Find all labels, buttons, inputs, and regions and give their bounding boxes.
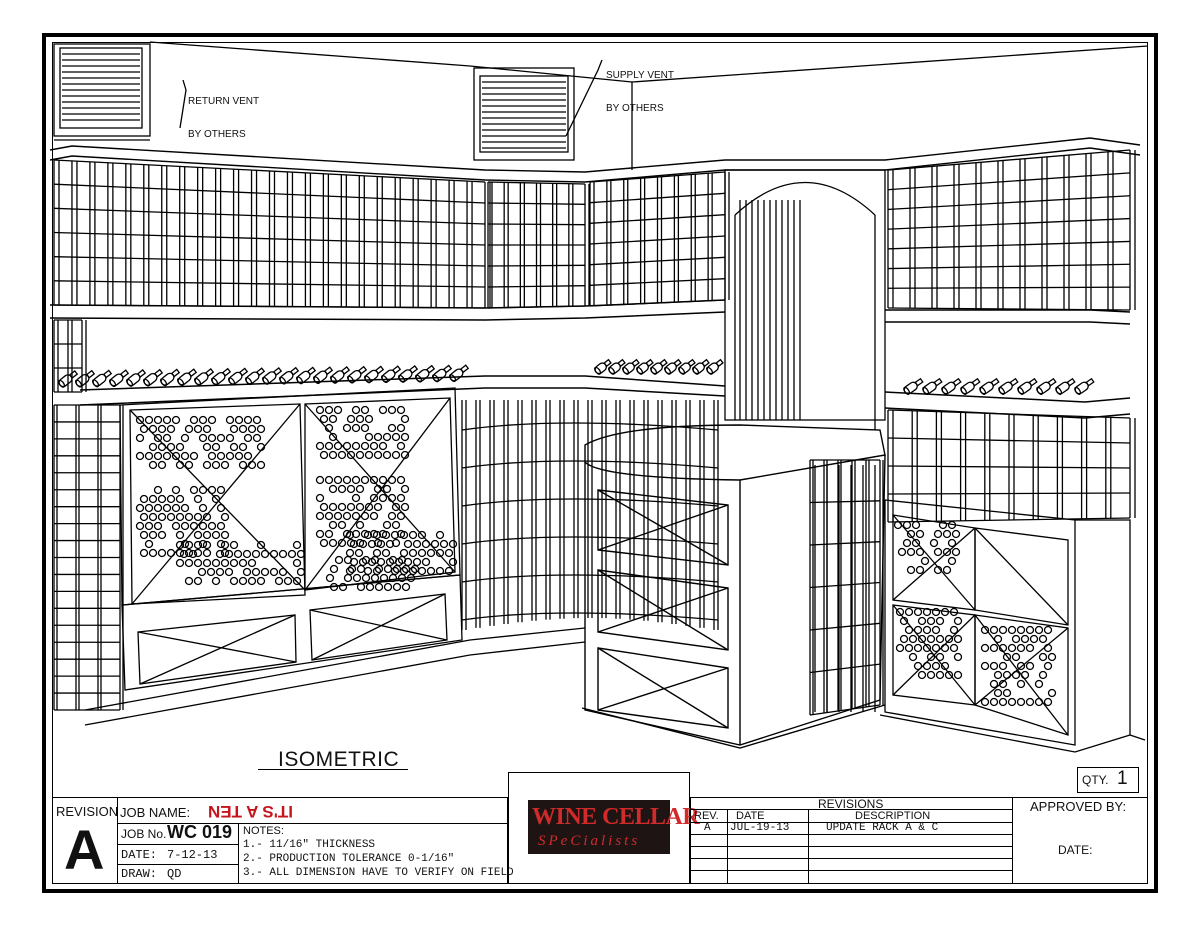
supply-vent-callout: SUPPLY VENT BY OTHERS (606, 48, 674, 125)
qty-value: 1 (1117, 768, 1128, 790)
draw-value: QD (167, 867, 181, 881)
job-no-label: JOB No. (121, 827, 166, 841)
return-vent-leader (180, 80, 186, 128)
logo-text-top: WINE CELLAR (532, 804, 699, 831)
rev-row-rule-2 (690, 834, 1013, 835)
supply-vent-label-line1: SUPPLY VENT (606, 70, 674, 81)
job-no-value: WC 019 (167, 822, 232, 843)
logo-text-bottom: SPeCialists (538, 833, 640, 850)
curved-corner-rack (462, 400, 883, 715)
job-name-value: IT'S A TEN (208, 801, 293, 821)
approved-by-label: APPROVED BY: (1030, 799, 1126, 814)
rev-column-header: REV. (694, 810, 719, 822)
supply-vent (474, 68, 574, 160)
approved-date-label: DATE: (1058, 843, 1092, 857)
rev-col-rule-2 (808, 809, 809, 884)
lower-left-drawers (85, 575, 585, 725)
rev-row-rule-5 (690, 870, 1013, 871)
return-vent (54, 44, 150, 136)
draw-label: DRAW: (121, 867, 157, 881)
date-column-header: DATE (736, 810, 765, 822)
mid-right-rack (888, 410, 1135, 522)
rev-row-date: JUL-19-13 (730, 822, 789, 834)
return-vent-label-line2: BY OTHERS (188, 129, 259, 140)
note-2: 2.- PRODUCTION TOLERANCE 0-1/16" (243, 853, 454, 865)
return-vent-callout: RETURN VENT BY OTHERS (188, 74, 259, 151)
wine-cellar-specialists-logo: WINE CELLAR SPeCialists (528, 800, 670, 854)
note-3: 3.- ALL DIMENSION HAVE TO VERIFY ON FIEL… (243, 867, 514, 879)
supply-vent-label-line2: BY OTHERS (606, 103, 674, 114)
notes-label: NOTES: (243, 825, 284, 837)
left-side-rack (54, 405, 123, 710)
return-vent-label-line1: RETURN VENT (188, 96, 259, 107)
arch-opening (725, 170, 885, 430)
qty-label: QTY. (1082, 773, 1108, 787)
note-1: 1.- 11/16" THICKNESS (243, 839, 375, 851)
date-label: DATE: (121, 848, 157, 862)
upper-corner-rack (488, 172, 729, 308)
description-column-header: DESCRIPTION (855, 810, 930, 822)
rev-col-rule-1 (727, 809, 728, 884)
rev-row-rule-4 (690, 858, 1013, 859)
upper-right-rack (888, 150, 1135, 310)
rev-row-description: UPDATE RACK A & C (826, 822, 938, 834)
rev-row-rule-3 (690, 846, 1013, 847)
view-title-underline (258, 769, 408, 770)
revision-letter: A (64, 822, 104, 878)
revision-label: REVISION (56, 804, 118, 819)
upper-left-rack (54, 160, 490, 392)
binned-bottles (137, 407, 457, 591)
supply-vent-leader (566, 60, 602, 136)
job-name-label: JOB NAME: (120, 805, 190, 820)
date-value: 7-12-13 (167, 848, 217, 862)
rev-row-rev: A (704, 822, 711, 834)
